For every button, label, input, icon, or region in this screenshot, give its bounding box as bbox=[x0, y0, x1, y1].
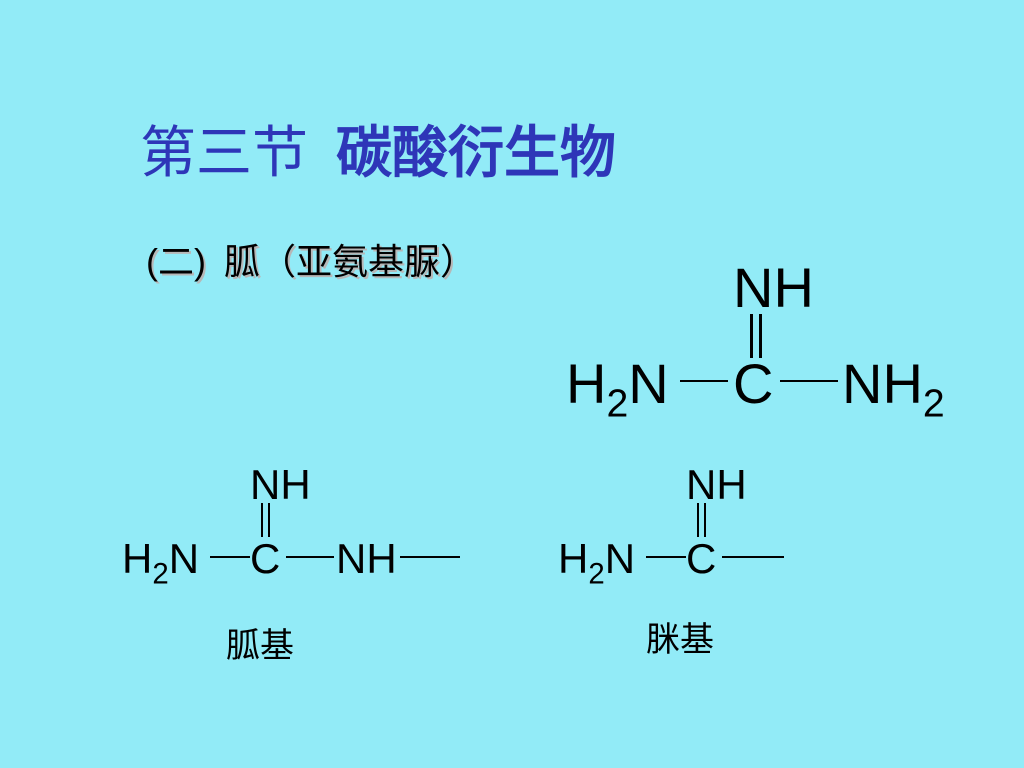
guanidino-left-amine: H2N bbox=[122, 536, 199, 597]
guanidine-left-n: N bbox=[628, 352, 669, 415]
slide-title: 第三节碳酸衍生物 bbox=[140, 122, 616, 186]
amidino-carbon: C bbox=[686, 535, 717, 582]
amidino-left-n: N bbox=[604, 535, 636, 582]
subsection-heading: (二) 胍（亚氨基脲） bbox=[146, 240, 476, 285]
guanidino-left-sub: 2 bbox=[152, 557, 169, 591]
guanidino-right-nh: NH bbox=[336, 535, 397, 582]
guanidino-caption: 胍基 bbox=[226, 626, 294, 666]
amidino-open-bond bbox=[722, 556, 784, 558]
guanidino-top-nh: NH bbox=[250, 461, 311, 508]
guanidine-carbon: C bbox=[733, 352, 774, 415]
guanidino-open-bond bbox=[400, 556, 460, 558]
guanidino-left-h: H bbox=[122, 535, 153, 582]
subsection-number: (二) bbox=[146, 241, 206, 282]
subsection-name: 胍（亚氨基脲） bbox=[223, 242, 476, 283]
guanidino-carbon: C bbox=[250, 535, 281, 582]
guanidino-double-bond-a bbox=[261, 503, 263, 537]
guanidine-double-bond-b bbox=[759, 314, 762, 358]
section-number: 第三节 bbox=[140, 121, 308, 186]
amidino-top-nh: NH bbox=[686, 461, 747, 508]
guanidine-right-bond bbox=[780, 380, 838, 382]
guanidino-left-n: N bbox=[168, 535, 200, 582]
guanidino-double-bond-b bbox=[268, 503, 270, 537]
amidino-caption: 脒基 bbox=[646, 620, 714, 660]
amidino-double-bond-b bbox=[704, 503, 706, 537]
amidino-left-bond bbox=[646, 556, 686, 558]
guanidine-left-amine: H2N bbox=[566, 354, 669, 435]
amidino-left-h: H bbox=[558, 535, 589, 582]
guanidine-left-h: H bbox=[566, 352, 607, 415]
guanidine-left-bond bbox=[680, 380, 728, 382]
amidino-left-amine: H2N bbox=[558, 536, 635, 597]
guanidine-right-nh: NH bbox=[842, 352, 923, 415]
amidino-double-bond-a bbox=[697, 503, 699, 537]
guanidino-left-bond bbox=[210, 556, 250, 558]
amidino-left-sub: 2 bbox=[588, 557, 605, 591]
guanidino-middle-bond bbox=[286, 556, 334, 558]
guanidine-double-bond-a bbox=[750, 314, 753, 358]
guanidine-right-amine: NH2 bbox=[842, 354, 945, 435]
section-title: 碳酸衍生物 bbox=[336, 121, 616, 186]
guanidine-left-sub: 2 bbox=[606, 382, 629, 426]
guanidine-top-nh: NH bbox=[733, 256, 814, 319]
guanidine-right-sub: 2 bbox=[922, 382, 945, 426]
